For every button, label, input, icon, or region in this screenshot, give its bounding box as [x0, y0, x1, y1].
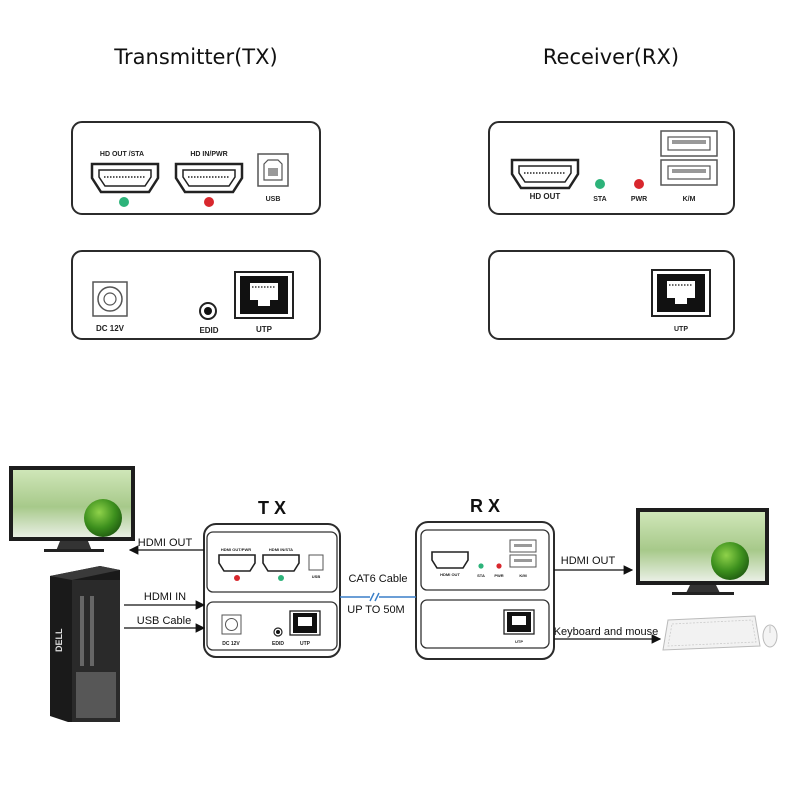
pc-brand-label: DELL: [54, 628, 64, 652]
rx-sta-label: STA: [593, 196, 606, 203]
tx-device-pwr-led-icon: [234, 575, 240, 581]
hdmi-out-right-label: HDMI OUT: [561, 555, 616, 567]
hdmi-in-label: HDMI IN: [144, 591, 186, 603]
rx-device-sta-label: STA: [477, 573, 485, 578]
tx-device: HDMI OUT/PWR HDMI IN/STA USB DC 12V EDID…: [203, 523, 341, 658]
tx-device-hdmi-out-port-icon: [218, 554, 256, 572]
tx-edid-button-icon: [199, 302, 217, 320]
tx-dc-label: DC 12V: [96, 324, 125, 333]
rx-device-hdmi-out-label: HDMI OUT: [440, 572, 460, 577]
up-to-label: UP TO 50M: [347, 604, 404, 616]
tx-device-edid-label: EDID: [272, 641, 284, 647]
tx-device-sta-led-icon: [278, 575, 284, 581]
tx-device-hdmi-in-port-icon: [262, 554, 300, 572]
usb-cable-label: USB Cable: [137, 615, 191, 627]
rx-usb-a-ports-icon: [660, 130, 718, 186]
rx-rj45-port-icon: [651, 269, 711, 317]
rx-device-sta-led-icon: [478, 563, 484, 569]
tx-device-hdmi-in-label: HDMI IN/STA: [269, 547, 293, 552]
rx-title: Receiver(RX): [543, 45, 679, 69]
rx-device-km-label: K/M: [519, 573, 527, 578]
tx-device-rj45-port-icon: [289, 610, 321, 636]
cat6-cable-label: CAT6 Cable: [348, 573, 407, 585]
rx-device-utp-label: UTP: [515, 639, 523, 644]
rx-device: HDMI OUT STA PWR K/M UTP: [415, 521, 555, 660]
rx-hdmi-out-label: HD OUT: [530, 192, 561, 201]
rx-device-pwr-label: PWR: [494, 573, 503, 578]
rx-device-rj45-port-icon: [503, 609, 535, 635]
right-monitor-icon: [636, 508, 769, 595]
tx-usb-label: USB: [266, 196, 281, 203]
tx-title: Transmitter(TX): [113, 45, 277, 69]
tx-pwr-led-icon: [204, 197, 214, 207]
tx-back-panel: DC 12V EDID UTP: [71, 250, 321, 340]
tx-heading: T X: [258, 498, 286, 518]
tx-device-usb-label: USB: [312, 574, 321, 579]
rx-device-hdmi-out-port-icon: [431, 551, 469, 569]
keyboard-mouse-label: Keyboard and mouse: [554, 626, 659, 638]
rx-back-panel: UTP: [488, 250, 735, 340]
rx-utp-label: UTP: [674, 326, 688, 333]
hdmi-out-left-label: HDMI OUT: [138, 537, 193, 549]
rx-hdmi-out-port-icon: [510, 158, 580, 190]
tx-device-usb-port-icon: [308, 554, 324, 571]
rx-heading: R X: [470, 496, 500, 516]
rx-pwr-led-icon: [634, 179, 644, 189]
rx-sta-led-icon: [595, 179, 605, 189]
rx-device-usb-ports-icon: [509, 539, 537, 568]
tx-dc-jack-icon: [92, 281, 128, 317]
tx-usb-b-port-icon: [257, 153, 289, 187]
keyboard-icon: [662, 615, 761, 651]
tx-edid-label: EDID: [199, 326, 218, 335]
mouse-icon: [762, 624, 778, 648]
tx-hdmi-out-label: HD OUT /STA: [100, 151, 144, 158]
tx-utp-label: UTP: [256, 325, 273, 334]
rx-front-panel: HD OUT STA PWR K/M: [488, 121, 735, 215]
tx-device-utp-label: UTP: [300, 641, 311, 647]
rx-km-label: K/M: [683, 196, 696, 203]
tx-device-dc-jack-icon: [221, 614, 242, 635]
tx-hdmi-in-label: HD IN/PWR: [190, 151, 227, 158]
tx-hdmi-in-port-icon: [174, 162, 244, 194]
rx-pwr-label: PWR: [631, 196, 647, 203]
tx-rj45-port-icon: [234, 271, 294, 319]
tx-device-hdmi-out-label: HDMI OUT/PWR: [221, 547, 251, 552]
pc-tower-icon: DELL: [50, 566, 120, 722]
rx-device-pwr-led-icon: [496, 563, 502, 569]
tx-front-panel: HD OUT /STA HD IN/PWR USB: [71, 121, 321, 215]
tx-hdmi-out-port-icon: [90, 162, 160, 194]
cat6-cable-line: [340, 592, 416, 602]
tx-device-dc-label: DC 12V: [222, 641, 240, 647]
tx-sta-led-icon: [119, 197, 129, 207]
left-monitor-icon: [9, 466, 135, 552]
